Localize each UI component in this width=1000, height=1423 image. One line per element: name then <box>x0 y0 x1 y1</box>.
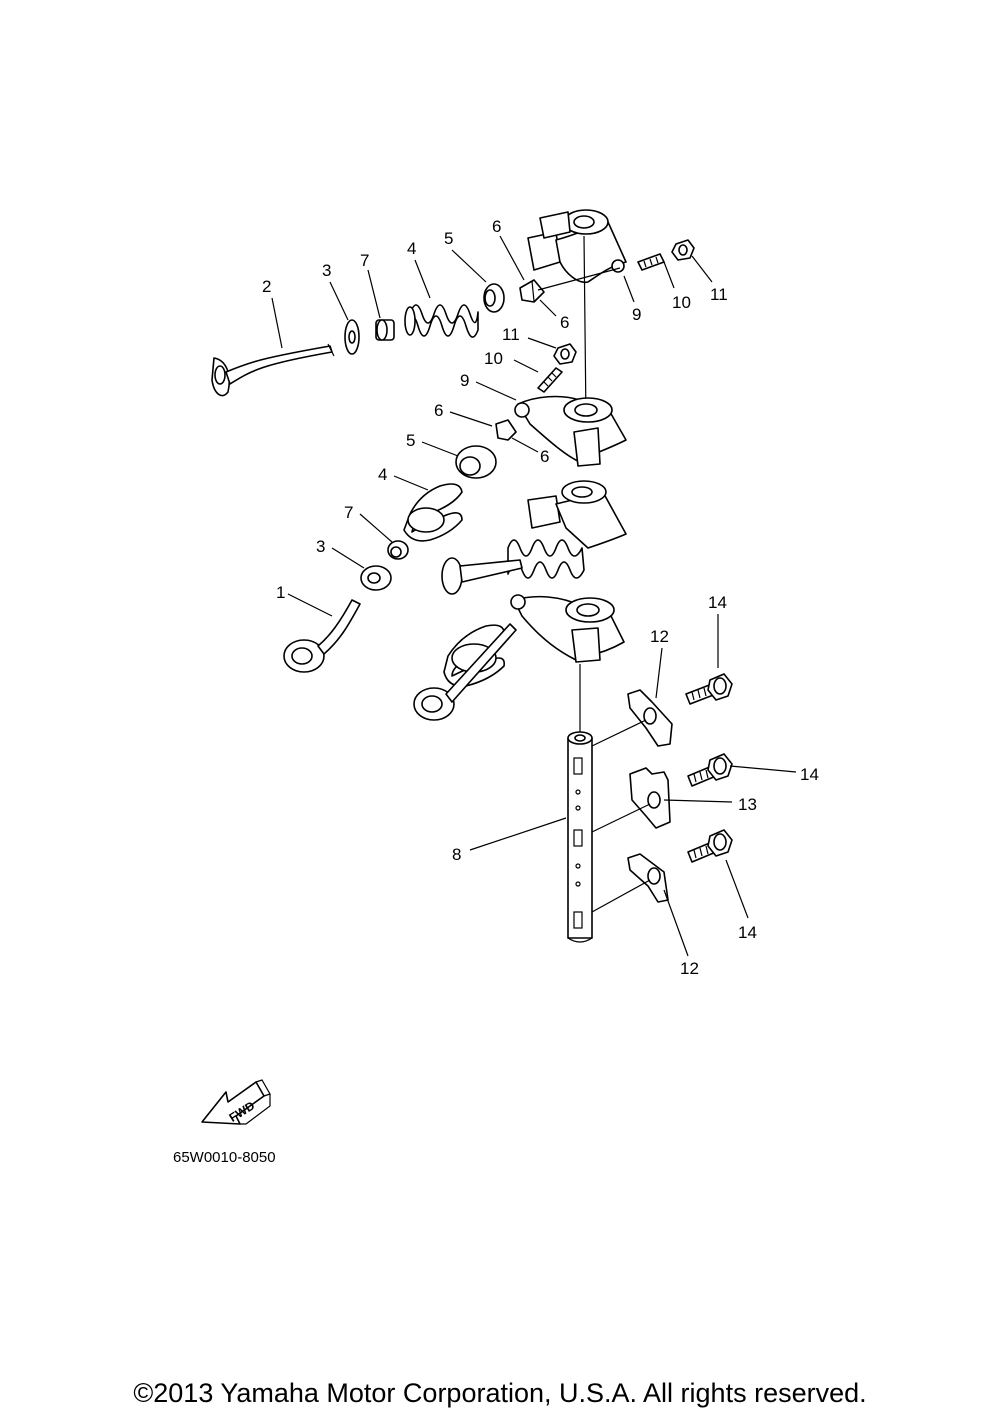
drawing-code: 65W0010-8050 <box>173 1149 276 1166</box>
intake-valve <box>413 623 517 721</box>
valve-stem-seal <box>387 540 409 560</box>
spring-retainer <box>483 283 505 313</box>
lock-nut <box>553 343 577 365</box>
valve-washer <box>360 565 392 591</box>
copyright-notice: ©2013 Yamaha Motor Corporation, U.S.A. A… <box>133 1378 867 1408</box>
callout-6: 6 <box>492 217 501 236</box>
shaft-retainer <box>629 767 671 829</box>
adjusting-screw <box>537 367 563 393</box>
valve-washer <box>344 319 360 355</box>
callout-8: 8 <box>452 845 461 864</box>
callout-14: 14 <box>800 765 819 784</box>
intake-valve <box>283 599 361 673</box>
callout-3: 3 <box>316 537 325 556</box>
shaft-retainer <box>627 853 669 903</box>
callout-10: 10 <box>484 349 503 368</box>
callout-7: 7 <box>344 503 353 522</box>
callout-12: 12 <box>680 959 699 978</box>
rocker-arm <box>510 594 625 663</box>
exhaust-valve <box>211 343 335 397</box>
valve-spring <box>404 304 479 338</box>
bolt <box>687 753 733 787</box>
callout-3: 3 <box>322 261 331 280</box>
rocker-shaft <box>567 731 593 943</box>
callout-12: 12 <box>650 627 669 646</box>
callout-6: 6 <box>434 401 443 420</box>
callout-5: 5 <box>444 229 453 248</box>
bolt <box>687 829 733 863</box>
callout-13: 13 <box>738 795 757 814</box>
bolt <box>685 673 733 705</box>
valve-cotter <box>495 419 517 441</box>
callout-4: 4 <box>407 239 416 258</box>
lock-nut <box>671 239 695 261</box>
callout-9: 9 <box>460 371 469 390</box>
callout-11: 11 <box>710 285 728 304</box>
callout-14: 14 <box>708 593 727 612</box>
rocker-arm <box>527 209 627 284</box>
callout-7: 7 <box>360 251 369 270</box>
callout-14: 14 <box>738 923 757 942</box>
valve-stem-seal <box>375 319 395 341</box>
valve-spring <box>403 483 463 542</box>
exhaust-valve <box>441 557 523 595</box>
callout-6: 6 <box>560 313 569 332</box>
callout-11: 11 <box>502 325 520 344</box>
callout-2: 2 <box>262 277 271 296</box>
callout-1: 1 <box>276 583 285 602</box>
adjusting-screw <box>637 253 665 271</box>
rocker-arm <box>514 395 627 467</box>
shaft-retainer <box>627 689 673 747</box>
callout-6: 6 <box>540 447 549 466</box>
callout-5: 5 <box>406 431 415 450</box>
callout-10: 10 <box>672 293 691 312</box>
forward-arrow-icon: FWD <box>201 1079 271 1125</box>
rocker-arm <box>527 480 627 549</box>
callout-9: 9 <box>632 305 641 324</box>
valve-cotter <box>519 279 545 303</box>
valve-spring <box>507 539 585 579</box>
callout-4: 4 <box>378 465 387 484</box>
spring-retainer <box>455 445 497 479</box>
